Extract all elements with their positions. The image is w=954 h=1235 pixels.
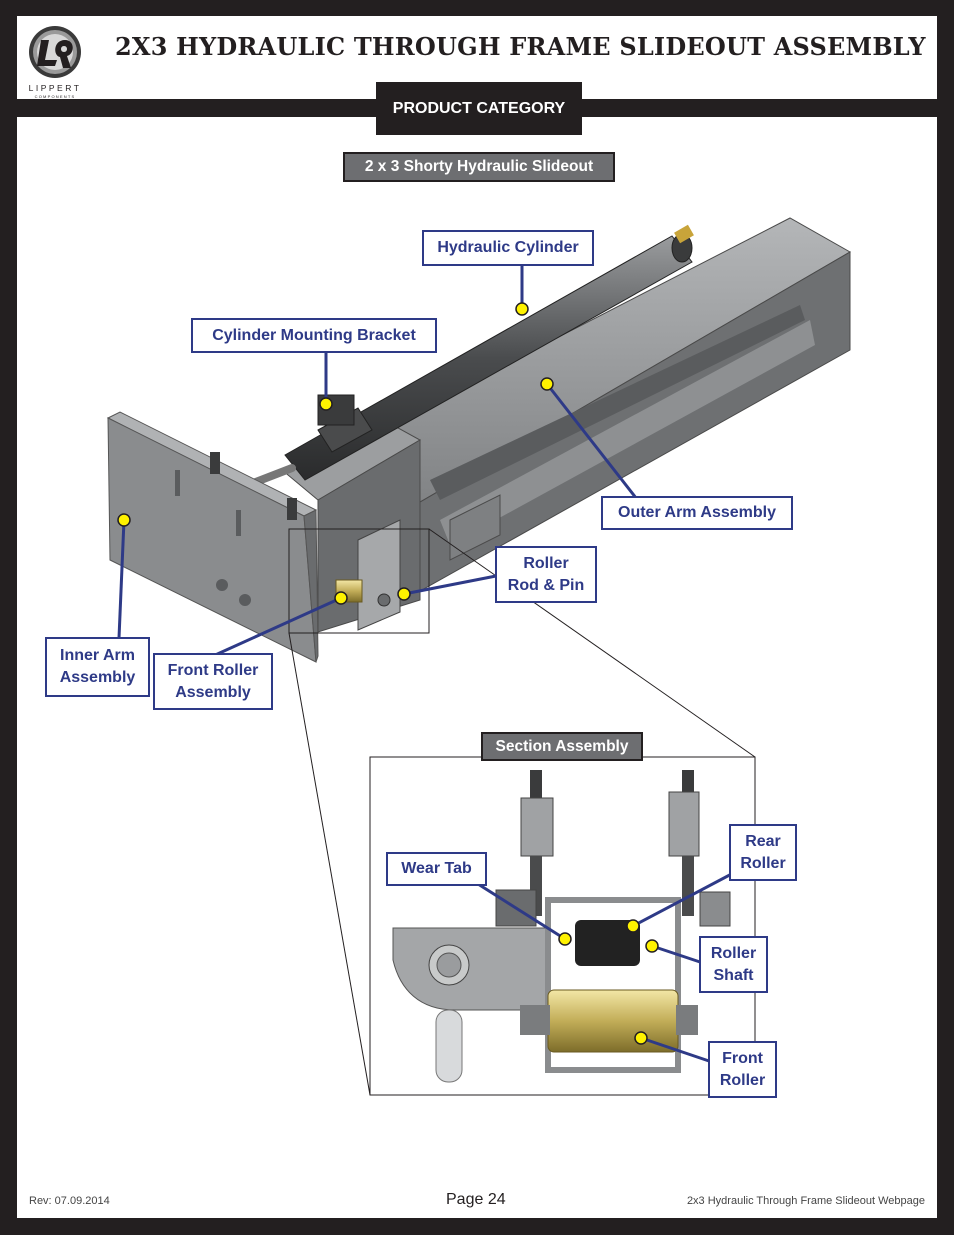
- callout-front-roller[interactable]: Front Roller: [708, 1041, 777, 1098]
- section-detail: [392, 770, 731, 1083]
- callout-wear-tab[interactable]: Wear Tab: [386, 852, 487, 886]
- section-assembly-label: Section Assembly: [481, 732, 643, 761]
- footer-document-name: 2x3 Hydraulic Through Frame Slideout Web…: [686, 1195, 925, 1207]
- callout-outer-arm-assembly[interactable]: Outer Arm Assembly: [601, 496, 793, 530]
- diagram-subtitle: 2 x 3 Shorty Hydraulic Slideout: [343, 152, 615, 182]
- footer-page-number: Page 24: [446, 1191, 506, 1208]
- callout-front-roller-assembly[interactable]: Front Roller Assembly: [153, 653, 273, 710]
- logo-sub: COMPONENTS: [35, 94, 76, 99]
- leader-lines: [117, 265, 742, 1063]
- callout-roller-shaft[interactable]: Roller Shaft: [699, 936, 768, 993]
- footer-revision: Rev: 07.09.2014: [29, 1195, 110, 1207]
- header-panel: LIPPERT COMPONENTS 2X3 HYDRAULIC THROUGH…: [17, 16, 937, 99]
- lippert-logo: LIPPERT COMPONENTS: [29, 26, 82, 99]
- callout-dots: [117, 302, 659, 1045]
- page-title: 2X3 HYDRAULIC THROUGH FRAME SLIDEOUT ASS…: [115, 32, 926, 61]
- mounting-plate: [106, 411, 319, 663]
- callout-hydraulic-cylinder[interactable]: Hydraulic Cylinder: [422, 230, 594, 266]
- callout-rear-roller[interactable]: Rear Roller: [729, 824, 797, 881]
- callout-cylinder-mounting-bracket[interactable]: Cylinder Mounting Bracket: [191, 318, 437, 353]
- logo-brand: LIPPERT: [29, 83, 82, 93]
- callout-roller-rod-pin[interactable]: Roller Rod & Pin: [495, 546, 597, 603]
- zoom-box: [288, 528, 430, 634]
- callout-inner-arm-assembly[interactable]: Inner Arm Assembly: [45, 637, 150, 697]
- product-category-tab[interactable]: PRODUCT CATEGORY: [376, 82, 582, 135]
